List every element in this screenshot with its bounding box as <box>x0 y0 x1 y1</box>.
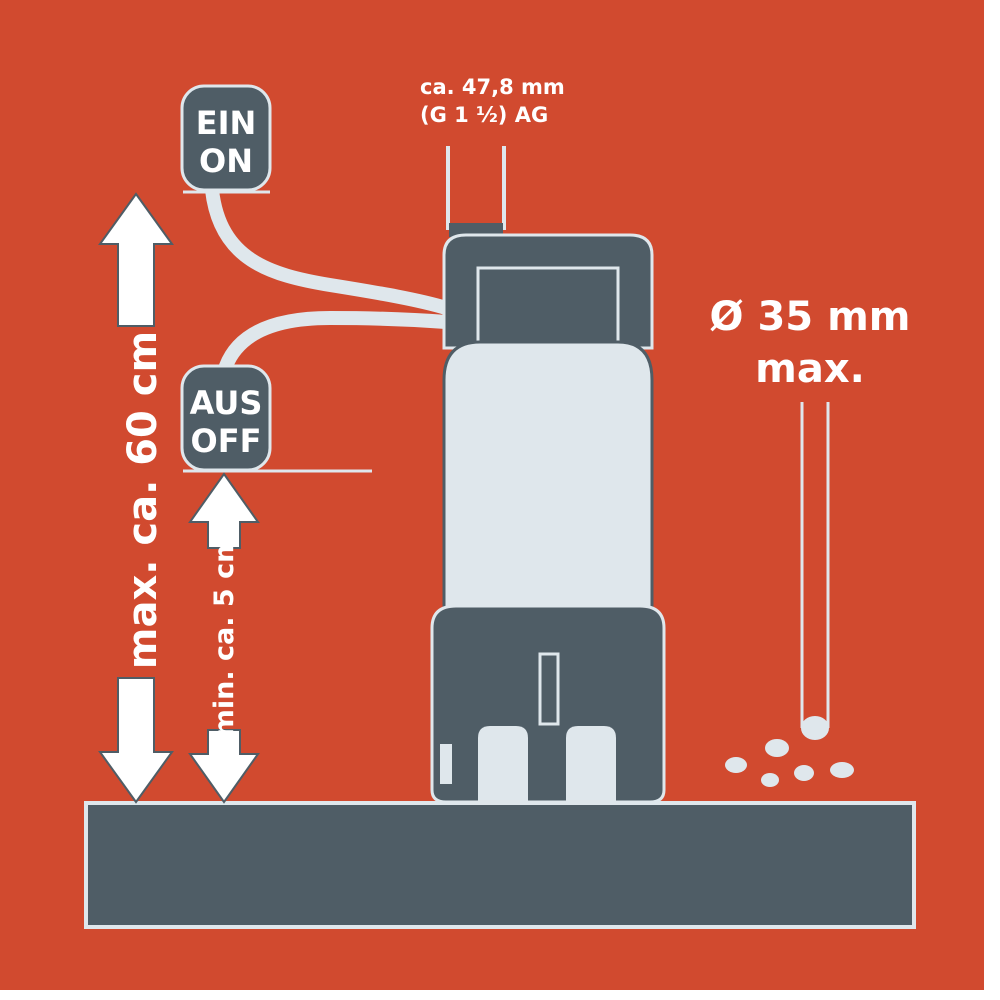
min-height-arrow-up <box>188 472 260 549</box>
switch-on-line1: EIN <box>196 104 257 142</box>
max-height-arrow-down <box>98 677 174 804</box>
switch-on-label: EIN ON <box>180 84 272 192</box>
switch-off-label: AUS OFF <box>180 364 272 472</box>
pump-body <box>442 340 654 612</box>
outlet-pipe <box>446 146 506 237</box>
switch-off-line1: AUS <box>190 384 263 422</box>
pump-base <box>430 604 666 804</box>
particle-max-text: max. <box>755 346 865 392</box>
max-height-text: max. ca. 60 cm <box>120 331 166 669</box>
particle-size-marker <box>800 402 830 740</box>
pump-handle <box>442 233 654 350</box>
debris-particles <box>725 739 854 787</box>
particle-size-text: Ø 35 mm <box>710 294 911 340</box>
float-switch-cable <box>205 183 453 315</box>
outlet-thread-text: (G 1 ½) AG <box>420 103 548 127</box>
outlet-diameter-text: ca. 47,8 mm <box>420 75 565 99</box>
min-height-text: min. ca. 5 cm <box>209 535 240 737</box>
switch-off-line2: OFF <box>191 422 262 460</box>
switch-on-line2: ON <box>199 142 253 180</box>
floor <box>84 801 916 929</box>
max-height-arrow-up <box>98 192 174 327</box>
power-cable <box>219 310 453 373</box>
min-height-arrow-down <box>188 729 260 804</box>
